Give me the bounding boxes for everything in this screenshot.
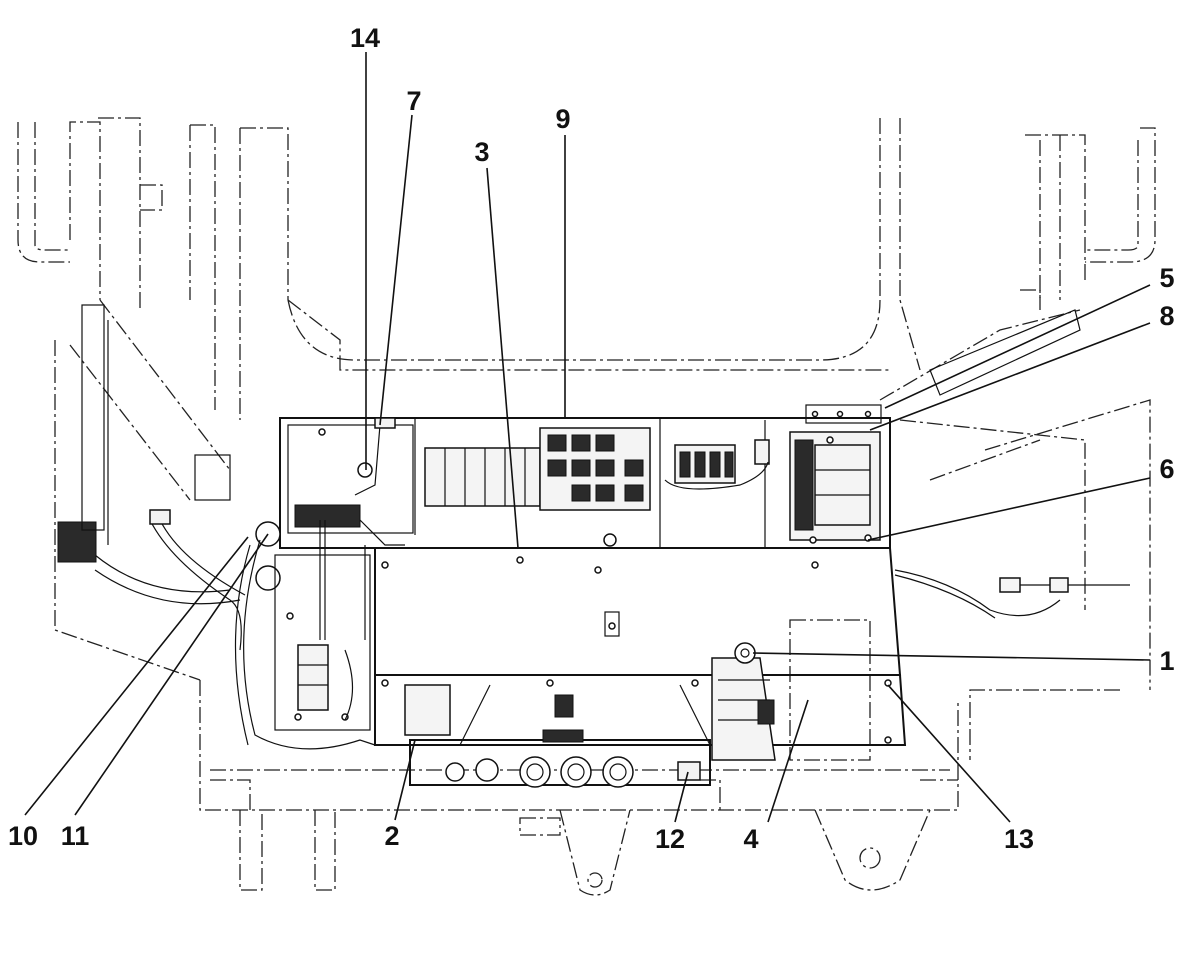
callout-9: 9 <box>555 104 570 134</box>
callout-2: 2 <box>384 821 399 851</box>
callout-13: 13 <box>1004 824 1034 854</box>
lower-cover-plate <box>364 545 902 676</box>
controller-module <box>789 404 882 544</box>
callout-11: 11 <box>61 821 90 851</box>
callout-14: 14 <box>350 23 380 53</box>
callout-5: 5 <box>1159 263 1174 293</box>
callout-6: 6 <box>1159 454 1174 484</box>
leader-lines <box>24 52 1151 823</box>
callout-3: 3 <box>474 137 489 167</box>
frame-outline <box>17 117 1156 896</box>
left-compartment <box>255 417 414 731</box>
bottom-bracket <box>374 674 907 788</box>
left-connector-cluster <box>57 304 231 563</box>
right-arm-parts <box>929 309 1081 593</box>
callout-7: 7 <box>406 86 421 116</box>
right-lower-module <box>711 642 776 761</box>
callout-labels: 14 7 9 3 5 8 6 1 13 4 12 2 11 10 <box>8 23 1175 854</box>
relay-block <box>424 427 651 547</box>
callout-10: 10 <box>8 821 38 851</box>
terminal-block <box>664 439 770 490</box>
callout-12: 12 <box>655 824 685 854</box>
callout-8: 8 <box>1159 301 1174 331</box>
callout-1: 1 <box>1159 646 1174 676</box>
callout-4: 4 <box>743 824 758 854</box>
